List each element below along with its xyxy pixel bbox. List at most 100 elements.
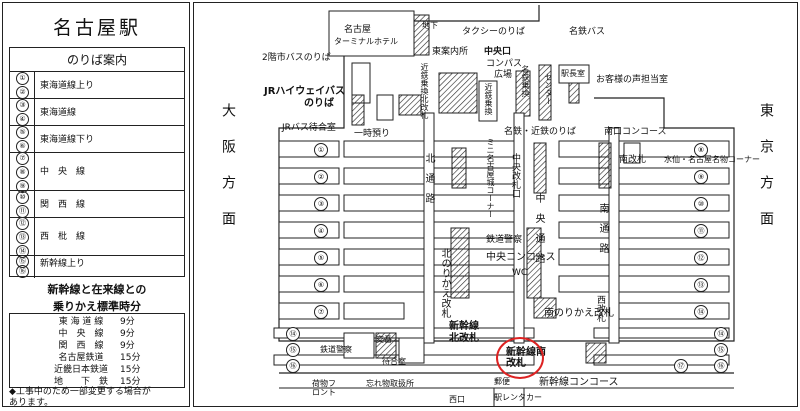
plaza-label: 広場 <box>494 70 513 80</box>
hatched-block <box>398 337 425 364</box>
souvenir-corner-label: 水仙・名古屋名物コーナー <box>664 155 760 164</box>
platform-number: ⑤ <box>16 126 29 139</box>
transfer-line: 近畿日本鉄道 <box>53 365 108 375</box>
osaka-direction: 大阪方面 <box>220 103 236 247</box>
transfer-line: 地 下 鉄 <box>53 377 108 387</box>
transfer-time: 15分 <box>120 377 141 387</box>
annex-block <box>413 14 430 56</box>
bus-stop-label: のりば <box>304 98 334 109</box>
platform <box>343 194 425 212</box>
divider <box>10 255 184 256</box>
platform-number-badge: ⑫ <box>694 251 708 265</box>
platform <box>278 248 340 266</box>
central-corridor-label: 中央通路 <box>533 193 544 273</box>
platform-number-badge: ⑮ <box>286 343 300 357</box>
transfer-line: 中 央 線 <box>58 329 104 339</box>
luggage-label: 一時預り <box>354 129 391 139</box>
platform <box>618 275 730 293</box>
platform <box>618 194 730 212</box>
shinkansen-platform <box>273 327 535 339</box>
platform-number: ⑩ <box>16 191 29 204</box>
platform-number: ⑦ <box>16 152 29 165</box>
kintetsu-transfer-label2: 近鉄乗換 <box>484 83 493 115</box>
hatched-block <box>623 142 641 164</box>
platform <box>343 302 405 320</box>
post-label: 郵便 <box>494 377 510 386</box>
hatched-block <box>538 64 552 121</box>
transfer-row: 地 下 鉄 15分 <box>10 376 184 388</box>
platform-number-badge: ⑬ <box>694 278 708 292</box>
platform <box>343 140 425 158</box>
mini-castle-corner-label: ミニ名古屋城コーナー <box>486 138 495 218</box>
center-label: センター <box>544 73 553 105</box>
guide-divider <box>34 72 35 278</box>
kintetsu-block <box>478 80 498 122</box>
note-line1: ◆工事中のため一部変更する場合が <box>9 387 151 397</box>
hatched-block <box>351 94 365 126</box>
shinkansen-platform <box>593 354 730 366</box>
lost-found-label: 忘れ物取扱所 <box>366 379 414 388</box>
north-corridor-label: 北通路 <box>423 153 434 213</box>
compass-label: コンパス <box>486 59 523 69</box>
tokyo-direction: 東京方面 <box>758 103 774 247</box>
meitetsu-bus-label: 名鉄バス <box>569 27 606 37</box>
platform-number-badge: ⑰ <box>674 359 688 373</box>
underground-label: 地下 <box>422 21 438 30</box>
transfer-time: 9分 <box>120 329 135 339</box>
platform-number-badge: ⑯ <box>286 359 300 373</box>
hatched-block <box>598 142 612 189</box>
divider <box>10 125 184 126</box>
platform-number-badge: ⑥ <box>314 278 328 292</box>
platform-guide-title: のりば案内 <box>10 48 184 72</box>
wc-block-north <box>376 94 394 121</box>
jr-highway-bus-label: JRハイウェイバス <box>264 86 346 97</box>
south-corridor <box>608 127 620 344</box>
kintetsu-transfer-label: 近鉄乗換北改札 <box>420 63 429 119</box>
line-label: 関 西 線 <box>40 200 86 210</box>
hatched-block <box>375 332 397 359</box>
transfer-title-line1: 新幹線と在来線との <box>47 283 147 296</box>
platform <box>278 275 340 293</box>
transfer-row: 近畿日本鉄道 15分 <box>10 364 184 376</box>
meitetsu-building <box>328 10 415 57</box>
central-exit-label: 中央口 <box>484 47 512 57</box>
platform <box>278 194 340 212</box>
meitetsu-kintetsu-platform-label: 名鉄・近鉄のりば <box>504 127 577 137</box>
hatched-block <box>533 297 557 319</box>
transfer-title-line2: 乗りかえ標準時分 <box>53 300 141 313</box>
stationmaster-label: 駅長室 <box>561 69 585 78</box>
transfer-line: 名古屋鉄道 <box>58 353 104 363</box>
police-box-label: 交番 <box>376 335 392 344</box>
platform-number-badge: ⑭ <box>714 327 728 341</box>
platform-number-badge: ③ <box>314 197 328 211</box>
transfer-time: 15分 <box>120 365 141 375</box>
city-bus-label: 2階市バスのりば <box>262 53 331 63</box>
platform <box>433 167 515 185</box>
platform-number-badge: ⑯ <box>714 359 728 373</box>
transfer-row: 中 央 線 9分 <box>10 328 184 340</box>
platform-number-badge: ⑨ <box>694 170 708 184</box>
station-title: 名古屋駅 <box>52 17 141 39</box>
platform-number-badge: ⑤ <box>314 251 328 265</box>
meitetsu-transfer-label: 名鉄乗換 <box>521 65 530 97</box>
platform-number: ⑫ <box>16 217 29 230</box>
customer-voice-label: お客様の声担当室 <box>596 75 669 85</box>
transfer-time: 9分 <box>120 317 135 327</box>
platform-number-badge: ④ <box>314 224 328 238</box>
platform <box>278 221 340 239</box>
highlight-circle <box>496 337 544 379</box>
terminal-hotel-label: ターミナルホテル <box>334 37 398 46</box>
hatched-block <box>533 142 547 194</box>
central-corridor <box>513 112 525 344</box>
line-label: 新幹線上り <box>40 259 86 269</box>
guide-row: ⑯ <box>10 265 184 278</box>
platform <box>278 140 340 158</box>
jr-bus-waiting-label: JRバス待合室 <box>282 123 336 133</box>
hatched-block <box>585 342 607 364</box>
